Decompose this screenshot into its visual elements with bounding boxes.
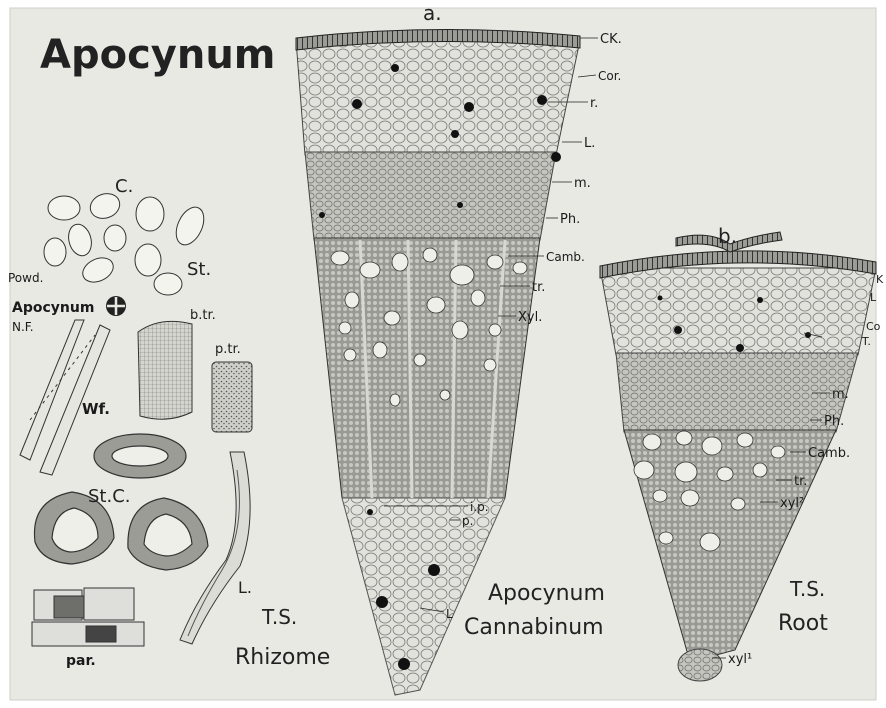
label-nf: N.F. <box>12 320 34 334</box>
label-stc: St.C. <box>88 486 131 507</box>
label-latex: L. <box>238 578 252 597</box>
species-name-1: Apocynum <box>488 581 605 606</box>
label-apocynum: Apocynum <box>12 300 94 316</box>
label-ptr: p.tr. <box>215 342 241 357</box>
species-name-2: Cannabinum <box>464 615 604 640</box>
label-btr: b.tr. <box>190 308 216 323</box>
root-letter: b. <box>718 224 737 248</box>
label-par: par. <box>66 653 96 669</box>
label-r: r. <box>590 96 598 111</box>
label-camb: Camb. <box>546 250 585 264</box>
plate-title: Apocynum <box>40 32 276 78</box>
pitted-tracheid <box>212 362 252 432</box>
root-label-co: Co <box>866 320 881 333</box>
label-l: L. <box>584 136 595 151</box>
label-st: St. <box>187 259 211 280</box>
label-l2: L <box>446 607 453 621</box>
root-label-l: L <box>870 291 877 304</box>
root-label-ph: Ph. <box>824 414 844 429</box>
label-ip: i.p. <box>470 500 489 514</box>
label-m: m. <box>574 176 591 191</box>
label-powd: Powd. <box>8 271 43 285</box>
rhizome-caption-1: T.S. <box>261 605 297 629</box>
parenchyma <box>32 588 144 646</box>
rhizome-caption-2: Rhizome <box>235 645 330 670</box>
root-caption-2: Root <box>778 611 828 636</box>
root-label-camb: Camb. <box>808 446 850 461</box>
label-p: p. <box>462 514 473 528</box>
root-label-xyl1: xyl¹ <box>728 652 752 667</box>
label-xyl: Xyl. <box>518 310 542 325</box>
root-label-t: T. <box>861 335 871 348</box>
root-label-tr: tr. <box>794 474 807 489</box>
rhizome-letter: a. <box>423 1 442 25</box>
root-caption-1: T.S. <box>789 577 825 601</box>
label-cor: Cor. <box>598 69 621 83</box>
root-label-m: m. <box>832 387 849 402</box>
root-label-k: K <box>876 273 884 286</box>
label-c: C. <box>115 176 133 197</box>
label-wf: Wf. <box>82 400 110 418</box>
label-ph: Ph. <box>560 212 580 227</box>
root-label-xyl2: xyl² <box>780 496 804 511</box>
bordered-tracheid <box>138 321 192 419</box>
label-tr: tr. <box>532 280 545 295</box>
label-ck: CK. <box>600 32 622 47</box>
